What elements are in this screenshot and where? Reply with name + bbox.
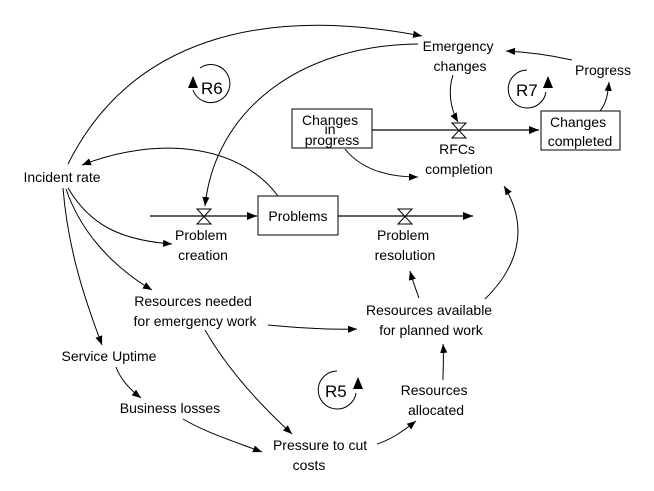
var-incident-rate: Incident rate [23, 169, 100, 185]
link-incident-rate-to-resources-needed [65, 188, 153, 291]
var-business-losses: Business losses [120, 400, 220, 416]
link-emergency-changes-to-problem-creation [202, 43, 419, 207]
flow-problem-creation-label: Problem creation [175, 227, 231, 263]
link-progress-to-emergency-changes [505, 47, 573, 61]
link-changes-completed-to-progress [599, 81, 612, 112]
loop-r7-label: R7 [516, 81, 538, 100]
stock-changes-in-progress-label: Changes in progress [302, 112, 362, 148]
loop-r6-arrow-icon [188, 76, 198, 88]
loop-r7: R7 [507, 69, 553, 109]
problem-resolution-valve-icon [396, 208, 414, 225]
link-resources-available-to-problem-resolution [408, 270, 420, 299]
var-emergency-changes: Emergency changes [423, 38, 498, 74]
link-emergency-changes-to-rfcs-completion [449, 74, 459, 123]
link-changes-in-progress-to-rfcs-completion [344, 148, 419, 181]
var-service-uptime: Service Uptime [62, 348, 157, 364]
loop-r5-arc [317, 370, 357, 410]
loop-r6-arc [192, 64, 231, 104]
var-resources-needed: Resources needed for emergency work [134, 293, 258, 329]
problem-creation-valve-icon [195, 208, 213, 225]
loop-r7-arc [507, 69, 547, 109]
var-resources-allocated: Resources allocated [401, 382, 472, 418]
stock-problems-label: Problems [268, 208, 327, 224]
var-pressure-to-cut-costs: Pressure to cut costs [273, 437, 371, 473]
flow-rfcs-completion-label: RFCs completion [425, 141, 493, 177]
flow-problem-resolution-label: Problem resolution [375, 227, 436, 263]
stock-changes-completed [540, 110, 621, 151]
link-resources-available-to-rfcs-completion [484, 185, 519, 300]
loop-r5-label: R5 [325, 382, 347, 401]
loop-r7-arrow-icon [543, 76, 553, 88]
loop-r6-label: R6 [201, 79, 223, 98]
link-resources-needed-to-pressure [204, 329, 293, 435]
link-incident-rate-to-emergency-changes [67, 24, 423, 165]
link-service-uptime-to-business-losses [115, 366, 142, 399]
link-problems-to-incident-rate [81, 147, 279, 197]
link-incident-rate-to-service-uptime [62, 187, 103, 346]
rfcs-completion-valve-icon [450, 122, 468, 139]
link-incident-rate-to-problem-creation [67, 187, 173, 247]
stock-changes-completed-label: Changes completed [548, 114, 613, 149]
stock-problems [257, 195, 339, 236]
loop-r5-arrow-icon [353, 377, 363, 389]
var-resources-available: Resources available for planned work [366, 302, 496, 338]
stock-changes-in-progress [291, 108, 373, 149]
loop-r5: R5 [317, 370, 363, 410]
loop-r6: R6 [188, 64, 231, 104]
var-progress: Progress [575, 62, 631, 78]
link-business-losses-to-pressure [182, 418, 263, 453]
link-pressure-to-resources-allocated [376, 420, 417, 445]
link-resources-needed-to-resources-available [267, 324, 358, 333]
